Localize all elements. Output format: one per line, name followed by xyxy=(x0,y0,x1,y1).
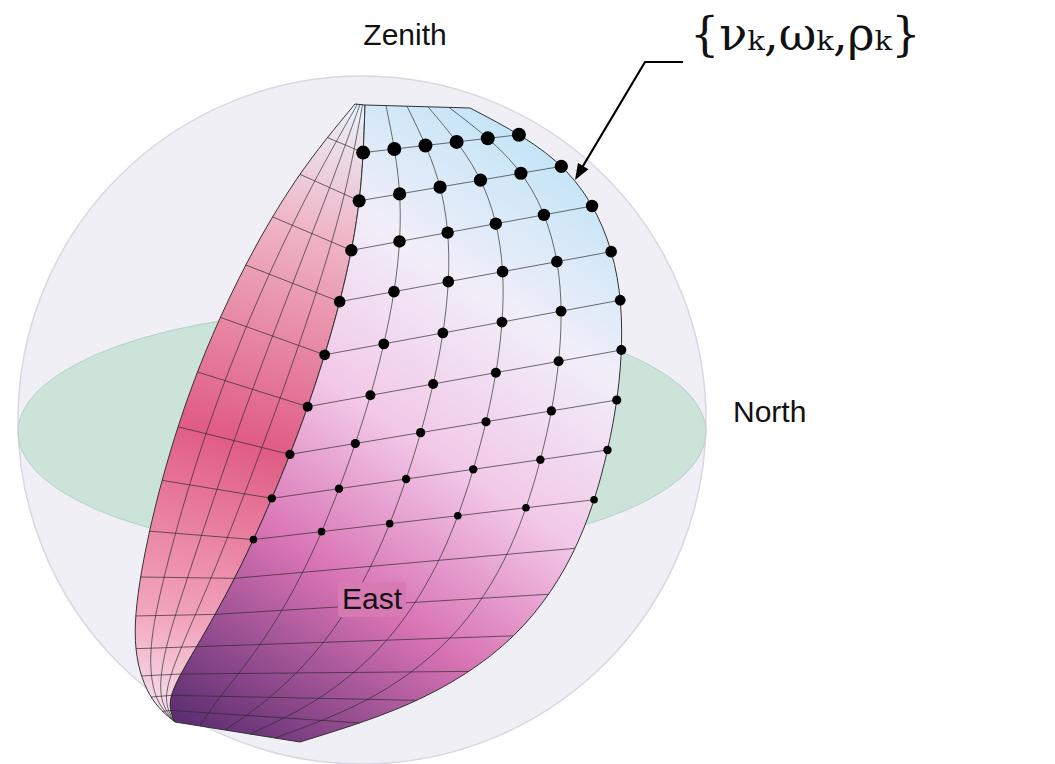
leader-line xyxy=(580,62,683,171)
grid-line xyxy=(253,500,594,540)
grid-line xyxy=(340,252,612,302)
sample-point xyxy=(433,180,446,193)
sample-point xyxy=(353,194,366,207)
grid-line xyxy=(235,548,576,578)
parameter-label: {νₖ,ωₖ,ρₖ} xyxy=(690,8,921,61)
grid-line xyxy=(275,107,561,738)
sample-point xyxy=(522,504,530,512)
band-surface xyxy=(135,104,626,742)
sample-point xyxy=(586,200,598,212)
sample-point xyxy=(388,286,400,298)
sample-point xyxy=(318,528,326,536)
grid-line xyxy=(181,671,469,674)
direction-label: East xyxy=(338,582,406,617)
sample-point xyxy=(418,138,432,152)
sample-point xyxy=(555,160,568,173)
sample-point xyxy=(538,209,550,221)
sample-point xyxy=(497,317,508,328)
grid-line xyxy=(272,450,608,498)
sample-point xyxy=(437,328,448,339)
sample-point xyxy=(616,345,626,355)
sample-point xyxy=(378,338,389,349)
grid-line xyxy=(225,106,449,730)
sample-point xyxy=(481,417,490,426)
sample-point xyxy=(319,349,330,360)
sample-point xyxy=(356,146,370,160)
sample-point xyxy=(416,428,425,437)
grid-line xyxy=(200,106,400,726)
direction-label: Zenith xyxy=(363,18,446,53)
sample-point xyxy=(474,174,487,187)
sample-point xyxy=(547,406,556,415)
sample-point xyxy=(554,356,564,366)
sample-point xyxy=(605,246,617,258)
grid-line xyxy=(363,135,519,153)
sample-point xyxy=(393,187,406,200)
grid-line xyxy=(351,206,592,250)
sample-point xyxy=(386,520,394,528)
band-inner-side xyxy=(170,105,626,742)
sample-point xyxy=(450,135,464,149)
grid-line xyxy=(197,636,514,647)
sample-point xyxy=(285,450,294,459)
sample-point xyxy=(351,439,360,448)
sample-point xyxy=(442,276,454,288)
grid-line xyxy=(325,300,621,355)
sample-point xyxy=(612,395,621,404)
sample-point xyxy=(615,295,626,306)
sample-point xyxy=(365,390,375,400)
sample-point xyxy=(268,494,276,502)
grid-line xyxy=(290,400,617,454)
sample-point xyxy=(551,256,563,268)
sample-point xyxy=(590,496,598,504)
sample-point xyxy=(512,128,526,142)
grid-line xyxy=(359,166,561,201)
sample-point xyxy=(303,402,313,412)
sample-point xyxy=(387,142,401,156)
grid-line xyxy=(172,695,417,700)
grid-line xyxy=(250,107,503,734)
grid-line xyxy=(308,350,622,407)
sphere xyxy=(18,76,706,764)
sample-point xyxy=(481,131,495,145)
sample-point xyxy=(250,536,258,544)
sample-point xyxy=(469,465,477,473)
sample-point xyxy=(536,455,544,463)
band-face xyxy=(170,105,621,742)
sample-point xyxy=(490,218,502,230)
sample-point xyxy=(497,266,509,278)
sample-point xyxy=(402,475,410,483)
sample-point xyxy=(428,379,438,389)
sample-point xyxy=(454,512,462,520)
sample-point xyxy=(603,446,611,454)
sample-point xyxy=(514,167,527,180)
sample-point xyxy=(345,244,357,256)
sample-point xyxy=(491,368,501,378)
direction-label: North xyxy=(733,395,806,430)
sample-point xyxy=(334,296,346,308)
leader-arrowhead xyxy=(575,163,588,180)
sample-point xyxy=(335,484,343,492)
sample-point xyxy=(556,306,567,317)
sample-point xyxy=(441,226,453,238)
sample-point xyxy=(393,235,405,247)
